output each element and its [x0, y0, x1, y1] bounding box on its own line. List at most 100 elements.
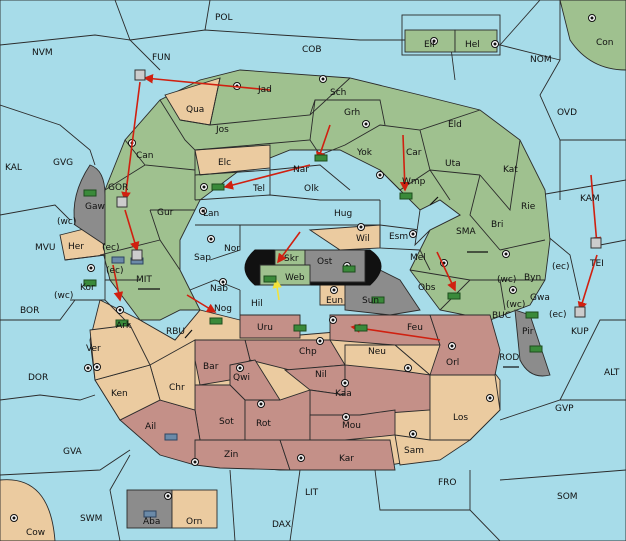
label-mel: Mel [410, 253, 426, 263]
territory-ost-center[interactable] [304, 249, 366, 283]
coast-labels: (wc) (ec) (wc) (ec) (wc) (ec) (wc) (ec) [54, 217, 570, 320]
label-nil: Nil [315, 370, 327, 380]
unit-army [342, 265, 356, 273]
territory-gaw[interactable] [73, 164, 106, 246]
label-chp: Chp [299, 347, 317, 357]
label-sap: Sap [194, 253, 211, 263]
label-aba: Aba [143, 517, 160, 527]
unit-army [314, 154, 328, 162]
label-elf: Elf [424, 40, 436, 50]
label-can: Can [136, 151, 154, 161]
sea-sma [414, 199, 461, 247]
unit-depot [131, 249, 143, 261]
unit-fleet [143, 510, 157, 518]
label-kup: KUP [571, 327, 589, 337]
label-sam: Sam [404, 446, 424, 456]
territory-zin[interactable] [194, 439, 291, 471]
label-sma: SMA [456, 227, 476, 237]
label-skr: Skr [284, 254, 299, 264]
label-wil: Wil [356, 234, 370, 244]
label-bar: Bar [203, 362, 219, 372]
unit-army [293, 324, 307, 332]
label-byn: Byn [524, 273, 541, 283]
unit-army [399, 192, 413, 200]
territory-orn[interactable] [171, 489, 218, 529]
label-coast: (wc) [54, 291, 73, 301]
units [83, 69, 602, 518]
label-dor: DOR [28, 373, 48, 383]
label-nog: Nog [214, 304, 232, 314]
unit-fleet [164, 433, 178, 441]
territory-sam[interactable] [394, 434, 472, 466]
label-ken: Ken [111, 389, 128, 399]
label-rie: Rie [521, 202, 536, 212]
label-eld: Eld [448, 120, 462, 130]
label-kat: Kat [503, 165, 518, 175]
label-uta: Uta [445, 159, 461, 169]
territory-orl[interactable] [429, 314, 501, 376]
label-gaw: Gaw [85, 202, 105, 212]
label-cob: COB [302, 45, 322, 55]
label-con: Con [596, 38, 614, 48]
label-kaa: Kaa [335, 389, 352, 399]
supply-centers [10, 14, 596, 522]
label-los: Los [453, 413, 468, 423]
label-coast: (ec) [102, 243, 120, 253]
label-alt: ALT [604, 368, 620, 378]
label-coast: (wc) [506, 300, 525, 310]
label-gva: GVA [63, 447, 83, 457]
sea-rbu [138, 309, 201, 341]
label-fro: FRO [438, 478, 457, 488]
label-gwa: Gwa [530, 293, 550, 303]
label-tei: TEI [589, 259, 604, 269]
label-lan: Lan [203, 209, 219, 219]
label-gvp: GVP [555, 404, 574, 414]
unit-army [371, 296, 385, 304]
label-dax: DAX [272, 520, 291, 530]
label-web: Web [285, 273, 305, 283]
label-nvm: NVM [32, 48, 53, 58]
label-nom: NOM [530, 55, 552, 65]
label-kam: KAM [580, 194, 600, 204]
territory-uru[interactable] [239, 314, 301, 339]
label-jos: Jos [215, 125, 229, 135]
label-qwi: Qwi [233, 373, 250, 383]
territory-sot[interactable] [194, 384, 246, 441]
territory-kar[interactable] [279, 439, 396, 471]
label-swm: SWM [80, 514, 102, 524]
label-kor: Kor [80, 283, 95, 293]
label-nar: Nar [293, 165, 309, 175]
territory-pir[interactable] [514, 309, 551, 377]
label-feu: Feu [407, 323, 423, 333]
label-ovd: OVD [557, 108, 577, 118]
unit-depot [574, 306, 586, 318]
label-fun: FUN [152, 53, 171, 63]
label-hug: Hug [334, 209, 352, 219]
unit-fleet [111, 256, 125, 264]
label-obs: Obs [418, 283, 436, 293]
label-her: Her [68, 242, 84, 252]
passage-arrows [138, 196, 519, 368]
label-jad: Jad [257, 85, 272, 95]
unit-army [211, 183, 225, 191]
unit-depot [590, 237, 602, 249]
label-kal: KAL [5, 163, 22, 173]
label-mou: Mou [342, 421, 361, 431]
label-mit: MIT [136, 275, 152, 285]
territory-borders [64, 77, 546, 326]
unit-army [354, 324, 368, 332]
label-neu: Neu [368, 347, 386, 357]
territory-feu[interactable] [329, 314, 441, 346]
label-sun: Sun [362, 296, 379, 306]
label-hel: Hel [465, 40, 480, 50]
label-mvu: MVU [35, 243, 56, 253]
label-grh: Grh [344, 108, 360, 118]
territory-ver[interactable] [89, 324, 151, 381]
order-arrows [112, 73, 602, 341]
label-coast: (ec) [549, 310, 567, 320]
land-labels: Con Elf Hel Cow Aba Orn Jad Sch Qua Jos … [26, 38, 614, 538]
label-bor: BOR [20, 306, 39, 316]
unit-army [263, 275, 277, 283]
label-chr: Chr [169, 383, 185, 393]
